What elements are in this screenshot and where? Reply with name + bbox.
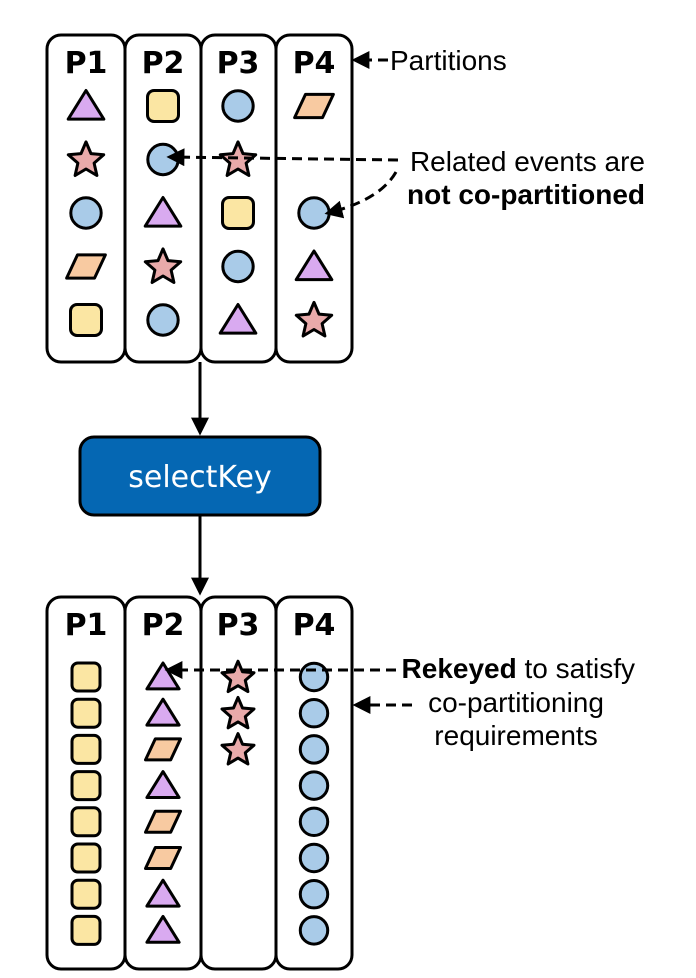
bottom-partition-p3 xyxy=(199,595,278,971)
square-shape xyxy=(70,697,102,729)
triangle-shape xyxy=(145,878,181,908)
square-shape xyxy=(70,842,102,874)
rekeyed-line1: Rekeyed to satisfy xyxy=(402,653,635,684)
rekeyed-line2: co-partitioning xyxy=(428,687,604,718)
square-shape xyxy=(70,733,102,765)
bottom-p4-title: P4 xyxy=(293,608,336,643)
top-p2-title: P2 xyxy=(142,46,185,81)
circle-shape xyxy=(298,661,330,693)
circle-shape xyxy=(298,842,330,874)
square-shape xyxy=(69,303,103,337)
star-shape xyxy=(220,732,256,766)
parallelogram-shape xyxy=(144,737,182,762)
top-p4-title: P4 xyxy=(293,46,336,81)
triangle-shape xyxy=(145,914,181,944)
bottom-partition-group: P1 P2 P3 P4 xyxy=(45,595,354,971)
parallelogram-shape xyxy=(144,846,182,870)
star-shape xyxy=(143,247,183,284)
parallelogram-shape xyxy=(144,809,182,834)
top-partition-group: P1 P2 P3 P4 xyxy=(45,33,354,364)
bottom-p1-title: P1 xyxy=(65,608,108,643)
triangle-shape xyxy=(145,697,181,727)
square-shape xyxy=(70,914,102,946)
parallelogram-shape xyxy=(293,92,335,120)
star-shape xyxy=(220,659,256,694)
square-shape xyxy=(70,806,102,838)
star-shape xyxy=(220,695,256,730)
square-shape xyxy=(221,196,255,230)
triangle-shape xyxy=(218,303,258,335)
square-shape xyxy=(70,878,102,910)
circle-shape xyxy=(146,303,180,337)
circle-shape xyxy=(298,878,330,910)
circle-shape xyxy=(297,196,331,230)
top-p3-title: P3 xyxy=(217,46,260,81)
square-shape xyxy=(146,89,180,123)
related-events-arrow-1 xyxy=(166,148,399,167)
star-shape xyxy=(294,300,334,338)
top-p1-title: P1 xyxy=(65,46,108,81)
square-shape xyxy=(70,770,102,802)
circle-shape xyxy=(221,89,255,123)
triangle-shape xyxy=(294,249,334,282)
rekeyed-bold: Rekeyed xyxy=(402,653,517,684)
circle-shape xyxy=(146,142,180,177)
rekeyed-line3: requirements xyxy=(434,720,597,751)
related-note-line2: not co-partitioned xyxy=(407,179,645,210)
circle-shape xyxy=(298,915,330,946)
triangle-shape xyxy=(145,770,181,799)
triangle-shape xyxy=(66,89,106,121)
circle-shape xyxy=(69,196,103,230)
selectkey-label: selectKey xyxy=(128,460,272,495)
bottom-p2-title: P2 xyxy=(142,608,185,643)
circle-shape xyxy=(221,249,255,284)
partitions-label: Partitions xyxy=(390,45,507,76)
star-shape xyxy=(66,140,106,177)
bottom-shapes xyxy=(70,659,330,946)
related-note-line1: Related events are xyxy=(410,146,645,177)
square-shape xyxy=(70,661,102,693)
bottom-p3-title: P3 xyxy=(217,608,260,643)
related-events-arrow-2 xyxy=(324,171,398,219)
circle-shape xyxy=(298,806,330,838)
circle-shape xyxy=(298,770,330,801)
rekeyed-rest: to satisfy xyxy=(517,653,635,684)
circle-shape xyxy=(298,734,330,765)
parallelogram-shape xyxy=(65,253,107,280)
triangle-shape xyxy=(143,196,183,228)
circle-shape xyxy=(298,697,330,729)
